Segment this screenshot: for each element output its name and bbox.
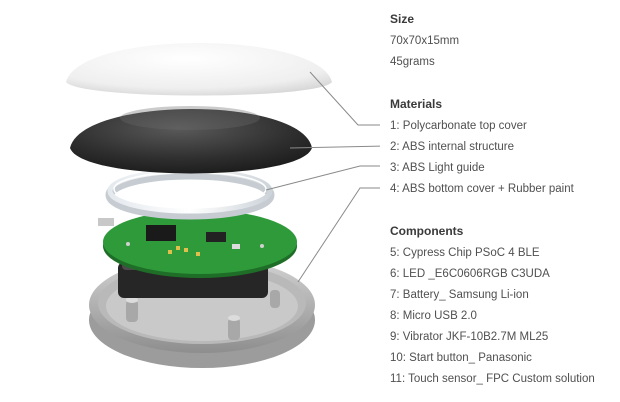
component-item: 7: Battery_ Samsung Li-ion xyxy=(390,289,529,301)
circuit-board xyxy=(98,210,297,278)
internal-structure xyxy=(70,106,312,174)
leader-lines xyxy=(265,71,380,283)
component-item: 9: Vibrator JKF-10B2.7M ML25 xyxy=(390,331,549,343)
component-item: 6: LED _E6C0606RGB C3UDA xyxy=(390,268,550,280)
top-cover xyxy=(66,43,332,96)
exploded-device-illustration xyxy=(66,43,380,368)
leader-line-3 xyxy=(265,165,380,191)
component-item: 11: Touch sensor_ FPC Custom solution xyxy=(390,373,595,385)
material-item: 2: ABS internal structure xyxy=(390,141,515,153)
material-item: 4: ABS bottom cover + Rubber paint xyxy=(390,183,574,195)
components-heading: Components xyxy=(390,224,464,238)
component-item: 8: Micro USB 2.0 xyxy=(390,310,477,322)
leader-line-4 xyxy=(297,187,380,283)
component-item: 5: Cypress Chip PSoC 4 BLE xyxy=(390,247,540,259)
size-heading: Size xyxy=(390,12,415,26)
size-dimensions: 70x70x15mm xyxy=(390,35,460,47)
size-weight: 45grams xyxy=(390,56,435,68)
leader-line-1 xyxy=(309,71,380,126)
leader-line-2 xyxy=(289,145,380,149)
material-item: 1: Polycarbonate top cover xyxy=(390,120,527,132)
component-item: 10: Start button_ Panasonic xyxy=(390,352,532,364)
materials-heading: Materials xyxy=(390,97,443,111)
material-item: 3: ABS Light guide xyxy=(390,162,485,174)
light-guide-ring xyxy=(105,168,275,220)
